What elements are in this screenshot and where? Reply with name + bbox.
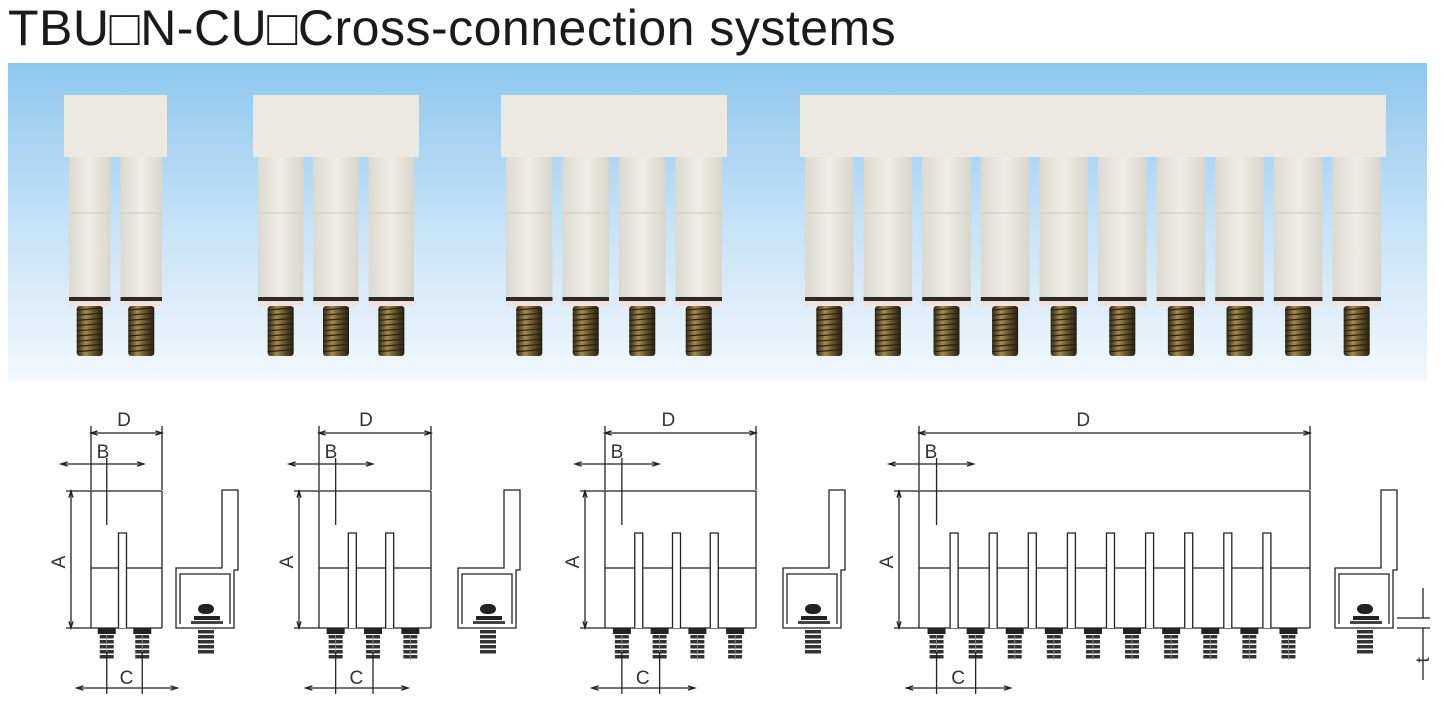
side-view [457,489,521,654]
screw-stud [688,628,707,660]
screw-stud [1005,628,1024,660]
screw-stud [1044,628,1063,660]
dimension-label-c: C [120,668,134,689]
screw-stud [726,628,745,660]
dimension-label-d: D [359,410,373,431]
page-title: TBU□N-CU□Cross-connection systems [8,0,897,56]
dimension-label-a: A [563,555,584,568]
screw-stud [1123,628,1142,660]
screw-stud [1162,628,1181,660]
dimension-label-a: A [877,555,898,568]
bridge-photo-3-pole [253,95,419,356]
bridge-photo-10-pole [800,95,1386,356]
side-view [175,489,239,654]
dimension-label-c: C [636,668,650,689]
dimension-label-d: D [662,410,676,431]
product-photo [8,63,1427,381]
dimension-label-b: B [97,442,110,463]
dimension-label-b: B [611,442,624,463]
drawing-2-pole: DB A C [49,410,239,694]
bridge-photo-4-pole [501,95,727,356]
dimension-label-b: B [325,442,338,463]
side-view [782,489,846,654]
side-view: t [1334,489,1434,680]
drawing-10-pole: D B A Ct [877,410,1434,694]
screw-stud [1279,628,1298,660]
dimension-label-a: A [49,555,70,568]
dimension-label-d: D [117,410,131,431]
screw-stud [1240,628,1259,660]
bridge-photo-2-pole [64,95,167,356]
dimension-label-t: t [1413,657,1434,663]
dimension-label-c: C [349,668,363,689]
dimension-label-a: A [277,555,298,568]
dimension-label-c: C [951,668,965,689]
dimension-label-d: D [1076,410,1090,431]
dimension-label-b: B [925,442,938,463]
screw-stud [1083,628,1102,660]
screw-stud [401,628,420,660]
screw-stud [1201,628,1220,660]
drawing-4-pole: D B A C [563,410,846,694]
drawing-3-pole: DB A C [277,410,521,694]
